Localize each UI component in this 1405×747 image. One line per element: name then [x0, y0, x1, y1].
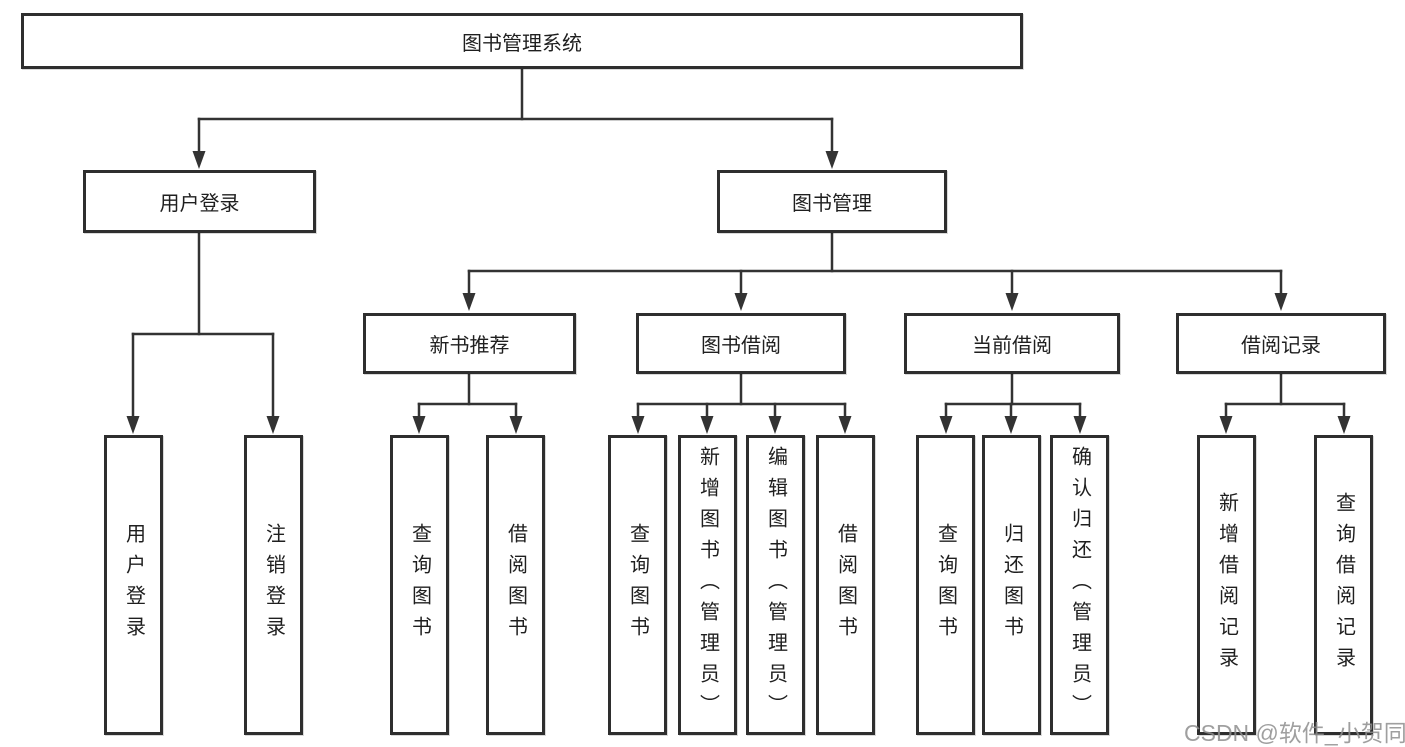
edges-borrow-records-to-leaves [1224, 372, 1346, 420]
leaf-query-books-current: 查询图书 [916, 435, 975, 735]
edges-book-borrowing-to-leaves [636, 372, 847, 420]
node-borrow-records: 借阅记录 [1176, 313, 1386, 374]
leaf-label: 借阅图书 [504, 523, 527, 647]
node-label: 新书推荐 [429, 335, 510, 357]
csdn-watermark: CSDN @软件_小贺同学 [1184, 720, 1405, 746]
node-user-login: 用户登录 [83, 170, 316, 233]
node-label: 当前借阅 [972, 335, 1052, 357]
leaf-label: 确认归还（管理员） [1068, 445, 1091, 725]
edges-current-borrowing-to-leaves [944, 372, 1082, 420]
leaf-label: 查询图书 [934, 523, 957, 647]
edges-root-to-level2 [197, 67, 834, 154]
leaf-borrow-books-recommend: 借阅图书 [486, 435, 545, 735]
leaf-logout: 注销登录 [244, 435, 303, 735]
leaf-label: 新增借阅记录 [1215, 492, 1238, 678]
leaf-edit-book-admin: 编辑图书（管理员） [746, 435, 805, 735]
leaf-borrow-books-borrowing: 借阅图书 [816, 435, 875, 735]
leaf-add-borrow-record: 新增借阅记录 [1197, 435, 1256, 735]
node-label: 图书管理 [792, 193, 872, 215]
leaf-label: 查询图书 [408, 523, 431, 647]
edges-book-management-to-level3 [467, 231, 1283, 297]
leaf-label: 新增图书（管理员） [696, 445, 719, 725]
arrowheads [126, 151, 1351, 434]
edges-user-login-to-leaves [131, 231, 275, 420]
node-book-borrowing: 图书借阅 [636, 313, 846, 374]
leaf-confirm-return-admin: 确认归还（管理员） [1050, 435, 1109, 735]
leaf-query-borrow-record: 查询借阅记录 [1314, 435, 1373, 735]
leaf-label: 编辑图书（管理员） [764, 445, 787, 725]
node-new-book-recommend: 新书推荐 [363, 313, 576, 374]
leaf-label: 查询借阅记录 [1332, 492, 1355, 678]
node-current-borrowing: 当前借阅 [904, 313, 1120, 374]
leaf-query-books-borrowing: 查询图书 [608, 435, 667, 735]
leaf-label: 归还图书 [1000, 523, 1023, 647]
leaf-add-book-admin: 新增图书（管理员） [678, 435, 737, 735]
node-label: 图书管理系统 [462, 32, 582, 55]
node-root-system: 图书管理系统 [21, 13, 1023, 69]
leaf-label: 查询图书 [626, 523, 649, 647]
node-label: 图书借阅 [701, 335, 781, 357]
leaf-user-login: 用户登录 [104, 435, 163, 735]
node-book-management: 图书管理 [717, 170, 947, 233]
node-label: 用户登录 [159, 193, 240, 215]
leaf-return-books: 归还图书 [982, 435, 1041, 735]
node-label: 借阅记录 [1241, 335, 1321, 357]
edges-new-book-recommend-to-leaves [417, 372, 518, 420]
leaf-label: 借阅图书 [834, 523, 857, 647]
leaf-label: 注销登录 [262, 523, 285, 647]
leaf-label: 用户登录 [122, 523, 145, 647]
leaf-query-books-recommend: 查询图书 [390, 435, 449, 735]
